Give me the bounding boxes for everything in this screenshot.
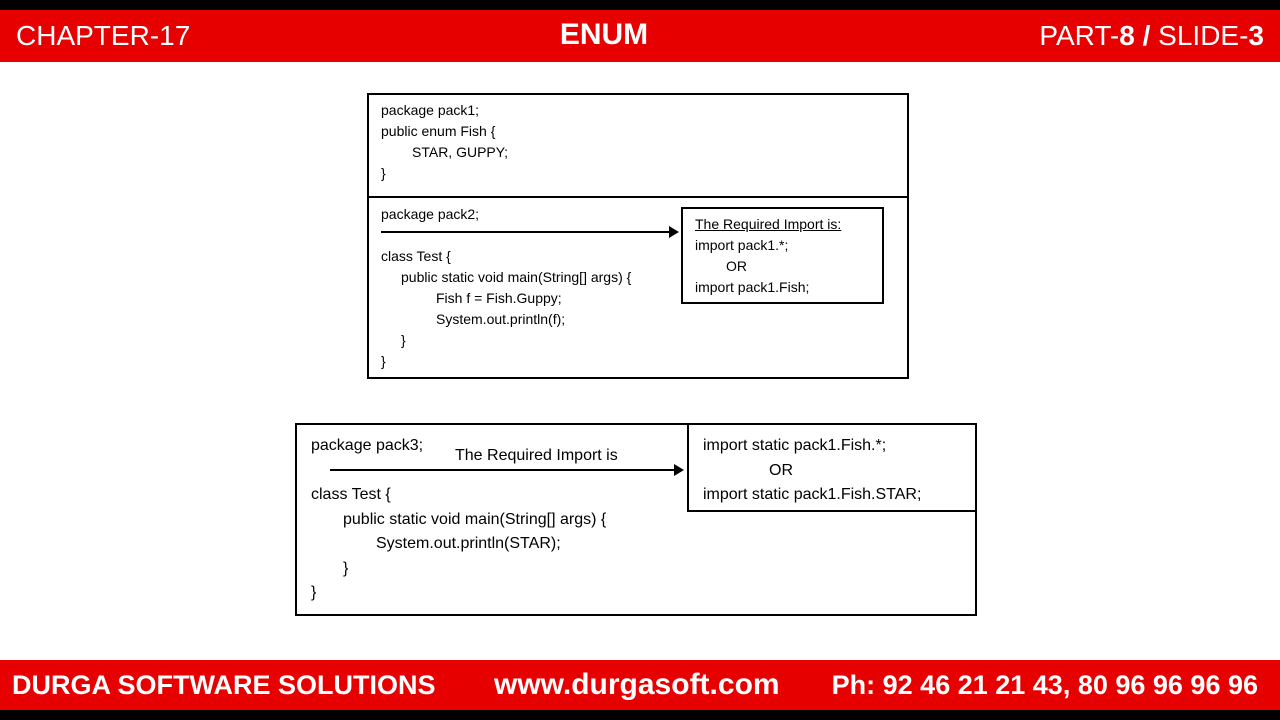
code-line: package pack3; [311, 437, 424, 454]
pack1-code: package pack1; public enum Fish { STAR, GU… [381, 100, 508, 184]
pack3-code: package pack3; class Test { public static … [311, 434, 606, 606]
import-line: import static pack1.Fish.*; [703, 437, 887, 454]
chapter-label: CHAPTER-17 [16, 20, 191, 51]
code-line: package pack2; [381, 206, 480, 222]
top-black-strip [0, 0, 1280, 10]
bottom-black-strip [0, 710, 1280, 720]
import-line: import pack1.*; [695, 237, 789, 253]
top-import-box [681, 207, 884, 304]
or-label: OR [726, 258, 747, 274]
part-prefix: PART- [1039, 20, 1120, 51]
company-name: DURGA SOFTWARE SOLUTIONS [12, 670, 436, 700]
pack2-code: package pack2; class Test { public static … [381, 204, 631, 372]
import-line: import static pack1.Fish.STAR; [703, 486, 922, 503]
slide-title: ENUM [559, 18, 649, 51]
top-import-text: The Required Import is: import pack1.*; OR… [695, 214, 841, 298]
part-slide-label: PART-8 / SLIDE-3 [1039, 20, 1264, 52]
code-line: class Test { [381, 248, 451, 264]
code-line: System.out.println(f); [436, 311, 566, 327]
arrow-right-icon [330, 464, 684, 476]
phone-number: Ph: 92 46 21 21 43, 80 96 96 96 96 [831, 670, 1258, 700]
top-box-divider [369, 196, 907, 198]
slide-prefix: SLIDE- [1158, 20, 1249, 51]
code-line: } [343, 559, 349, 577]
code-line: public enum Fish { [381, 123, 496, 139]
code-line: } [381, 165, 386, 181]
code-line: STAR, GUPPY; [412, 144, 509, 160]
code-line: } [381, 353, 386, 369]
code-line: class Test { [311, 486, 391, 503]
part-slide-separator: / [1134, 20, 1159, 51]
part-number: 8 [1119, 20, 1135, 51]
code-line: } [311, 584, 317, 601]
website-link: www.durgasoft.com [494, 668, 780, 701]
arrow-label: The Required Import is [455, 447, 618, 464]
or-label: OR [769, 461, 793, 479]
import-line: import pack1.Fish; [695, 279, 810, 295]
code-line: System.out.println(STAR); [376, 535, 561, 552]
code-line: public static void main(String[] args) { [401, 269, 632, 285]
code-line: } [401, 332, 406, 348]
bottom-import-text: import static pack1.Fish.*; OR import stat… [703, 434, 921, 508]
header-bar: CHAPTER-17 ENUM PART-8 / SLIDE-3 [0, 10, 1280, 62]
footer-bar: DURGA SOFTWARE SOLUTIONS www.durgasoft.c… [0, 660, 1280, 710]
bottom-import-box [687, 423, 977, 512]
code-line: package pack1; [381, 102, 480, 118]
code-line: Fish f = Fish.Guppy; [436, 290, 562, 306]
code-line: public static void main(String[] args) { [343, 510, 607, 528]
slide-number: 3 [1248, 20, 1264, 51]
import-heading: The Required Import is: [695, 216, 842, 232]
arrow-right-icon [381, 226, 679, 238]
